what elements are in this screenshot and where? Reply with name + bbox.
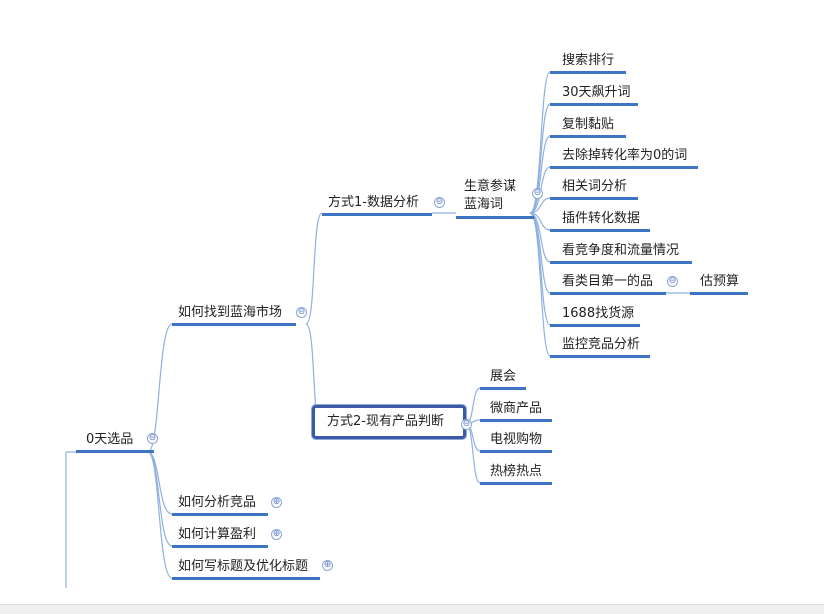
step-node[interactable]: 相关词分析: [550, 179, 638, 200]
link-ds-s1: [529, 71, 551, 214]
link-l1-m1: [305, 212, 323, 325]
expand-icon[interactable]: ⊕: [322, 560, 333, 571]
link-m2-i4: [465, 423, 481, 484]
step-node[interactable]: 看类目第一的品: [550, 274, 666, 295]
l1-competitor-node[interactable]: 如何分析竞品: [172, 495, 268, 516]
step-node[interactable]: 30天飙升词: [550, 85, 638, 106]
step-node[interactable]: 复制黏贴: [550, 117, 626, 138]
step-node[interactable]: 搜索排行: [550, 53, 626, 74]
step-node[interactable]: 1688找货源: [550, 306, 640, 327]
collapse-icon[interactable]: ⊖: [296, 307, 307, 318]
data-source-line1: 生意参谋: [464, 179, 517, 194]
link-ds-s5: [529, 197, 551, 214]
expand-icon[interactable]: ⊕: [271, 529, 282, 540]
data-source-line2: 蓝海词: [464, 197, 504, 212]
collapse-icon[interactable]: ⊖: [461, 419, 472, 430]
step-node[interactable]: 监控竞品分析: [550, 337, 650, 358]
collapse-icon[interactable]: ⊖: [532, 188, 543, 199]
l1-profit-node[interactable]: 如何计算盈利: [172, 527, 268, 548]
collapse-icon[interactable]: ⊖: [147, 433, 158, 444]
step-node[interactable]: 看竞争度和流量情况: [550, 243, 692, 264]
step-node[interactable]: 去除掉转化率为0的词: [550, 148, 698, 169]
link-ds-s2: [529, 103, 551, 214]
expand-icon[interactable]: ⊕: [271, 497, 282, 508]
link-root-l1-1: [147, 323, 173, 453]
method2-item[interactable]: 展会: [480, 369, 526, 390]
method2-item[interactable]: 电视购物: [480, 432, 552, 453]
method1-node[interactable]: 方式1-数据分析: [322, 195, 432, 216]
budget-node[interactable]: 估预算: [690, 274, 748, 295]
l1-title-node[interactable]: 如何写标题及优化标题: [172, 559, 320, 580]
method2-node[interactable]: 方式2-现有产品判断: [312, 405, 466, 439]
root-node[interactable]: 0天选品: [76, 432, 154, 453]
data-source-node[interactable]: 生意参谋 蓝海词: [456, 178, 534, 219]
collapse-icon[interactable]: ⊖: [667, 276, 678, 287]
l1-blue-ocean-node[interactable]: 如何找到蓝海市场: [172, 305, 296, 326]
method2-item[interactable]: 热榜热点: [480, 464, 552, 485]
link-root-l1-3: [147, 451, 173, 547]
link-root-l1-4: [147, 451, 173, 579]
collapse-icon[interactable]: ⊖: [434, 197, 445, 208]
link-ds-s3: [529, 135, 551, 214]
step-node[interactable]: 插件转化数据: [550, 211, 650, 232]
method2-item[interactable]: 微商产品: [480, 401, 552, 422]
horizontal-scrollbar[interactable]: [0, 604, 824, 614]
